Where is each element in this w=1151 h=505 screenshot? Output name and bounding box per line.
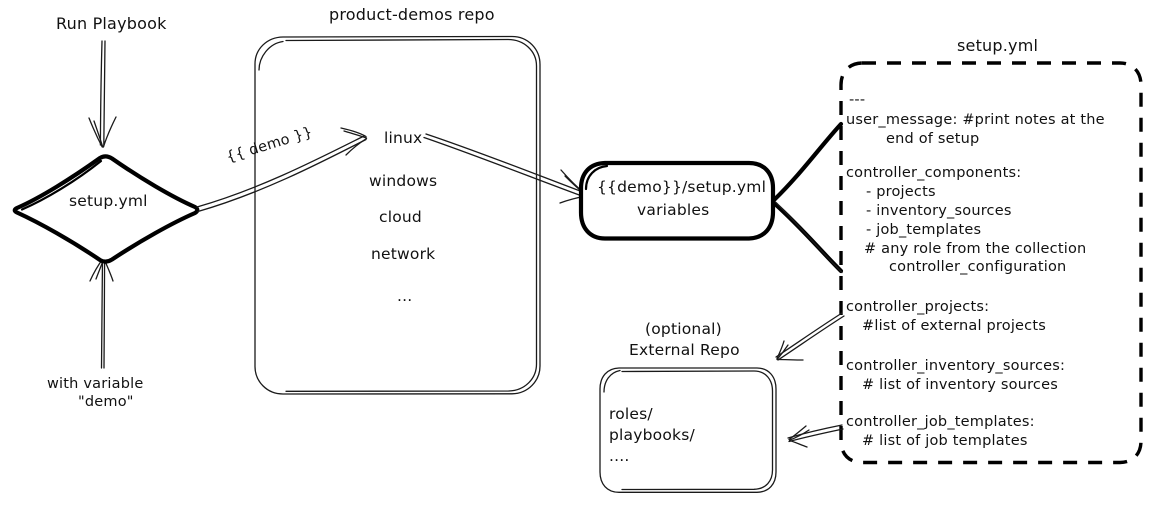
with-variable-label: with variable <box>47 376 143 392</box>
external-repo-item-ellipsis: .... <box>609 447 630 465</box>
variables-to-setupyml-connectors <box>771 121 844 274</box>
setup-yml-line-10: #list of external projects <box>862 318 1046 334</box>
run-playbook-label: Run Playbook <box>56 14 167 33</box>
setup-yml-panel <box>839 61 1143 465</box>
setup-yml-line-7: # any role from the collection <box>864 241 1086 257</box>
variables-node-line2: variables <box>637 201 709 219</box>
setup-yml-diamond-label: setup.yml <box>69 192 148 210</box>
setup-yml-line-14: # list of job templates <box>862 433 1028 449</box>
external-repo-line1: (optional) <box>645 320 722 338</box>
repo-item-network: network <box>371 245 435 263</box>
controller-job-templates-arrow <box>787 424 844 448</box>
repo-item-ellipsis: ... <box>397 287 412 305</box>
external-repo-item-roles: roles/ <box>609 405 653 423</box>
setup-yml-panel-title: setup.yml <box>957 36 1038 55</box>
linux-to-variables-arrow <box>423 133 589 204</box>
repo-item-windows: windows <box>369 172 437 190</box>
setup-yml-line-5: - inventory_sources <box>866 203 1012 219</box>
variables-node-line1: {{demo}}/setup.yml <box>597 178 766 196</box>
setup-yml-line-4: - projects <box>866 184 936 200</box>
with-variable-value: "demo" <box>78 394 134 410</box>
setup-yml-line-0: --- <box>849 92 865 108</box>
setup-yml-line-3: controller_components: <box>846 165 1021 181</box>
external-repo-box <box>599 367 777 493</box>
setup-yml-diamond <box>12 154 200 264</box>
run-playbook-arrow <box>88 40 117 148</box>
external-repo-line2: External Repo <box>629 341 740 359</box>
setup-yml-line-8: controller_configuration <box>889 259 1066 275</box>
demo-variable-arrow <box>196 127 368 213</box>
product-demos-repo-title: product-demos repo <box>329 5 495 24</box>
repo-item-linux: linux <box>384 129 422 147</box>
setup-yml-line-2: end of setup <box>886 131 979 147</box>
external-repo-item-playbooks: playbooks/ <box>609 426 695 444</box>
setup-yml-line-11: controller_inventory_sources: <box>846 358 1065 374</box>
product-demos-repo-box <box>254 35 541 395</box>
setup-yml-line-9: controller_projects: <box>846 299 989 315</box>
repo-item-cloud: cloud <box>379 208 422 226</box>
controller-projects-arrow <box>775 312 845 361</box>
with-variable-arrow <box>89 257 114 369</box>
demo-setup-variables-node <box>578 160 776 241</box>
setup-yml-line-13: controller_job_templates: <box>846 414 1035 430</box>
setup-yml-line-1: user_message: #print notes at the <box>846 112 1105 128</box>
setup-yml-line-12: # list of inventory sources <box>862 377 1058 393</box>
setup-yml-line-6: - job_templates <box>866 222 981 238</box>
demo-edge-label: {{ demo }} <box>224 124 314 165</box>
